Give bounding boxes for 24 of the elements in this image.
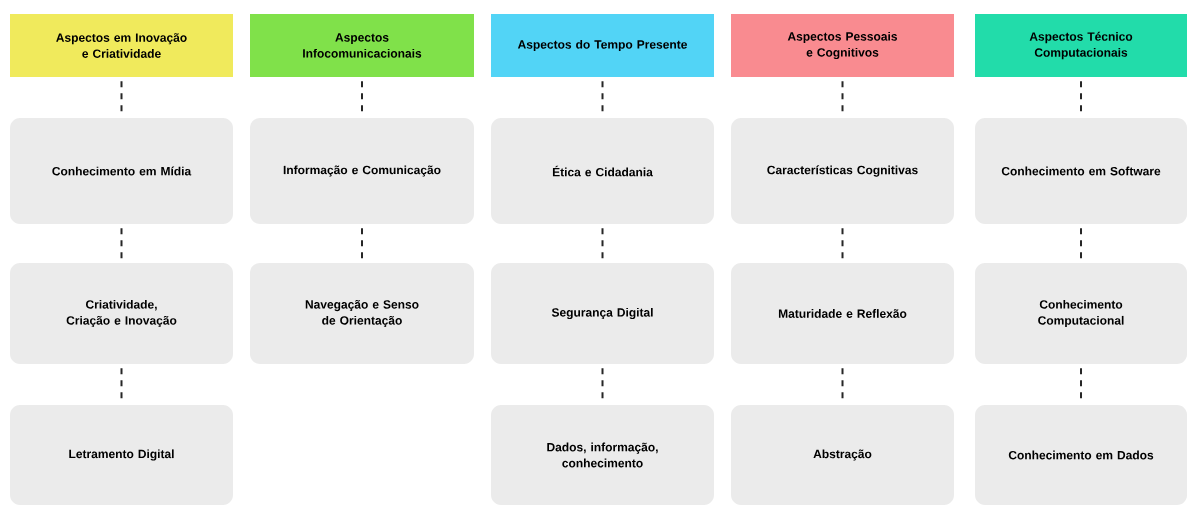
topic-box: Navegação e Senso de Orientação [250, 263, 474, 364]
category-header: Aspectos Técnico Computacionais [975, 14, 1187, 77]
dashed-connector [601, 227, 604, 260]
dashed-connector [361, 227, 363, 260]
topic-box: Características Cognitivas [731, 118, 954, 224]
category-header: Aspectos do Tempo Presente [491, 14, 714, 77]
dashed-connector [120, 227, 123, 260]
topic-box: Letramento Digital [10, 405, 233, 505]
topic-box: Segurança Digital [491, 263, 714, 364]
category-header: Aspectos Pessoais e Cognitivos [731, 14, 954, 77]
topic-box: Informação e Comunicação [250, 118, 474, 224]
topic-box: Abstração [731, 405, 954, 505]
category-header: Aspectos em Inovação e Criatividade [10, 14, 233, 77]
category-header: Aspectos Infocomunicacionais [250, 14, 474, 77]
dashed-connector [1080, 227, 1082, 260]
topic-box: Criatividade, Criação e Inovação [10, 263, 233, 364]
topic-box: Conhecimento em Software [975, 118, 1187, 224]
topic-box: Dados, informação, conhecimento [491, 405, 714, 505]
topic-box: Maturidade e Reflexão [731, 263, 954, 364]
topic-box: Conhecimento em Dados [975, 405, 1187, 505]
topic-box: Ética e Cidadania [491, 118, 714, 224]
dashed-connector [841, 227, 844, 260]
topic-box: Conhecimento Computacional [975, 263, 1187, 364]
topic-box: Conhecimento em Mídia [10, 118, 233, 224]
